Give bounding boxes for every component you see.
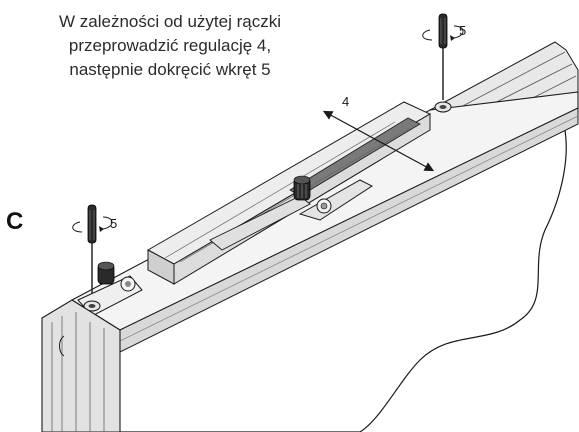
end-profile-ribs — [51, 312, 105, 432]
housing-knob-top — [293, 175, 311, 185]
step-letter: C — [6, 208, 24, 235]
screwdriver-left — [72, 204, 113, 300]
front-knob-top — [97, 261, 115, 271]
profile-front-line — [119, 115, 579, 342]
door-panel — [117, 111, 567, 432]
housing-knob-grip — [297, 184, 307, 198]
end-profile — [41, 299, 121, 432]
instruction-line-3: następnie dokręcić wkręt 5 — [69, 60, 271, 79]
instruction-text: W zależności od użytej rączki przeprowad… — [20, 10, 320, 82]
mechanism-pivot-inner — [320, 202, 328, 210]
instruction-line-2: przeprowadzić regulację 4, — [68, 36, 272, 55]
front-plate-disc-inner — [125, 281, 131, 287]
end-profile-notch — [59, 335, 65, 357]
callout-5-left: 5 — [110, 216, 117, 231]
callout-5-top: 5 — [459, 23, 466, 38]
adjustment-arrow — [322, 110, 435, 172]
screw-top-hole — [439, 105, 447, 109]
instruction-line-1: W zależności od użytej rączki — [58, 12, 282, 31]
screwdriver-top — [422, 13, 464, 100]
screw-left-hole — [88, 304, 96, 308]
mechanism-plate — [209, 195, 311, 251]
callout-4: 4 — [342, 94, 349, 109]
